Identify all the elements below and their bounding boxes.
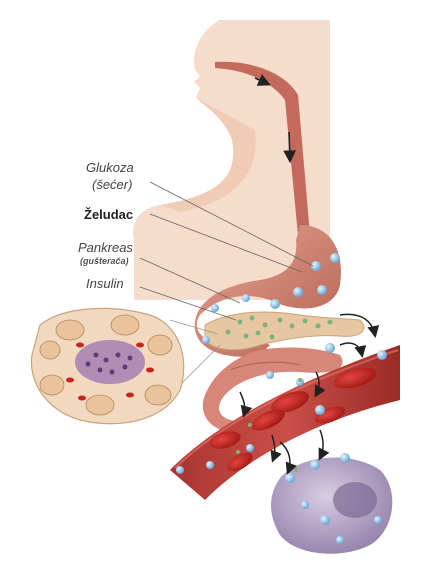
arrow [289, 132, 290, 160]
label-secer: (šećer) [92, 177, 132, 192]
label-glukoza: Glukoza [86, 160, 134, 175]
cell-nucleus [333, 482, 377, 518]
pancreas-tissue-inset [31, 308, 220, 423]
label-zeludac: Želudac [84, 207, 133, 222]
islet-cluster [75, 340, 145, 384]
label-insulin: Insulin [86, 276, 124, 291]
label-pankreas: Pankreas [78, 240, 133, 255]
label-gusteraca: (gušterača) [80, 256, 129, 266]
